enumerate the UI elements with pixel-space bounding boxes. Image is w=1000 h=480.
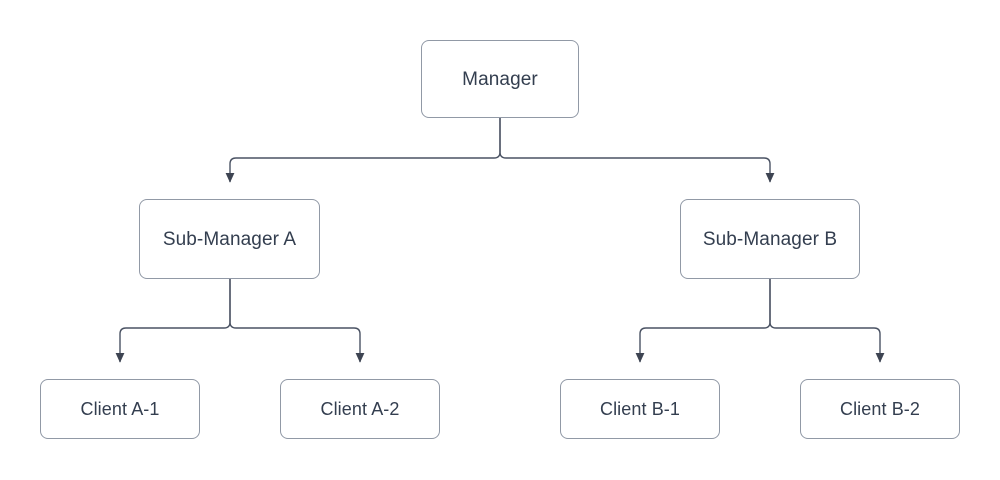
edge-sub-a-client-a-2 <box>229 279 365 363</box>
edge-sub-a-client-a-1 <box>115 279 231 363</box>
edge-sub-b-client-b-1 <box>635 279 771 363</box>
node-sub-manager-b[interactable]: Sub-Manager B <box>680 199 860 279</box>
node-sub-manager-b-label: Sub-Manager B <box>702 228 838 250</box>
node-client-b-2[interactable]: Client B-2 <box>800 379 960 439</box>
node-client-b-1[interactable]: Client B-1 <box>560 379 720 439</box>
node-manager-label: Manager <box>462 68 538 90</box>
node-sub-manager-a-label: Sub-Manager A <box>162 228 297 250</box>
node-client-a-1-label: Client A-1 <box>80 399 160 419</box>
node-client-a-2-label: Client A-2 <box>320 399 400 419</box>
edge-manager-sub-b <box>499 118 775 183</box>
node-client-a-2[interactable]: Client A-2 <box>280 379 440 439</box>
node-client-a-1[interactable]: Client A-1 <box>40 379 200 439</box>
node-client-b-2-label: Client B-2 <box>839 399 921 419</box>
node-client-b-1-label: Client B-1 <box>599 399 681 419</box>
node-sub-manager-a[interactable]: Sub-Manager A <box>139 199 320 279</box>
edge-sub-b-client-b-2 <box>769 279 885 363</box>
node-manager[interactable]: Manager <box>421 40 579 118</box>
edge-manager-sub-a <box>225 118 501 183</box>
